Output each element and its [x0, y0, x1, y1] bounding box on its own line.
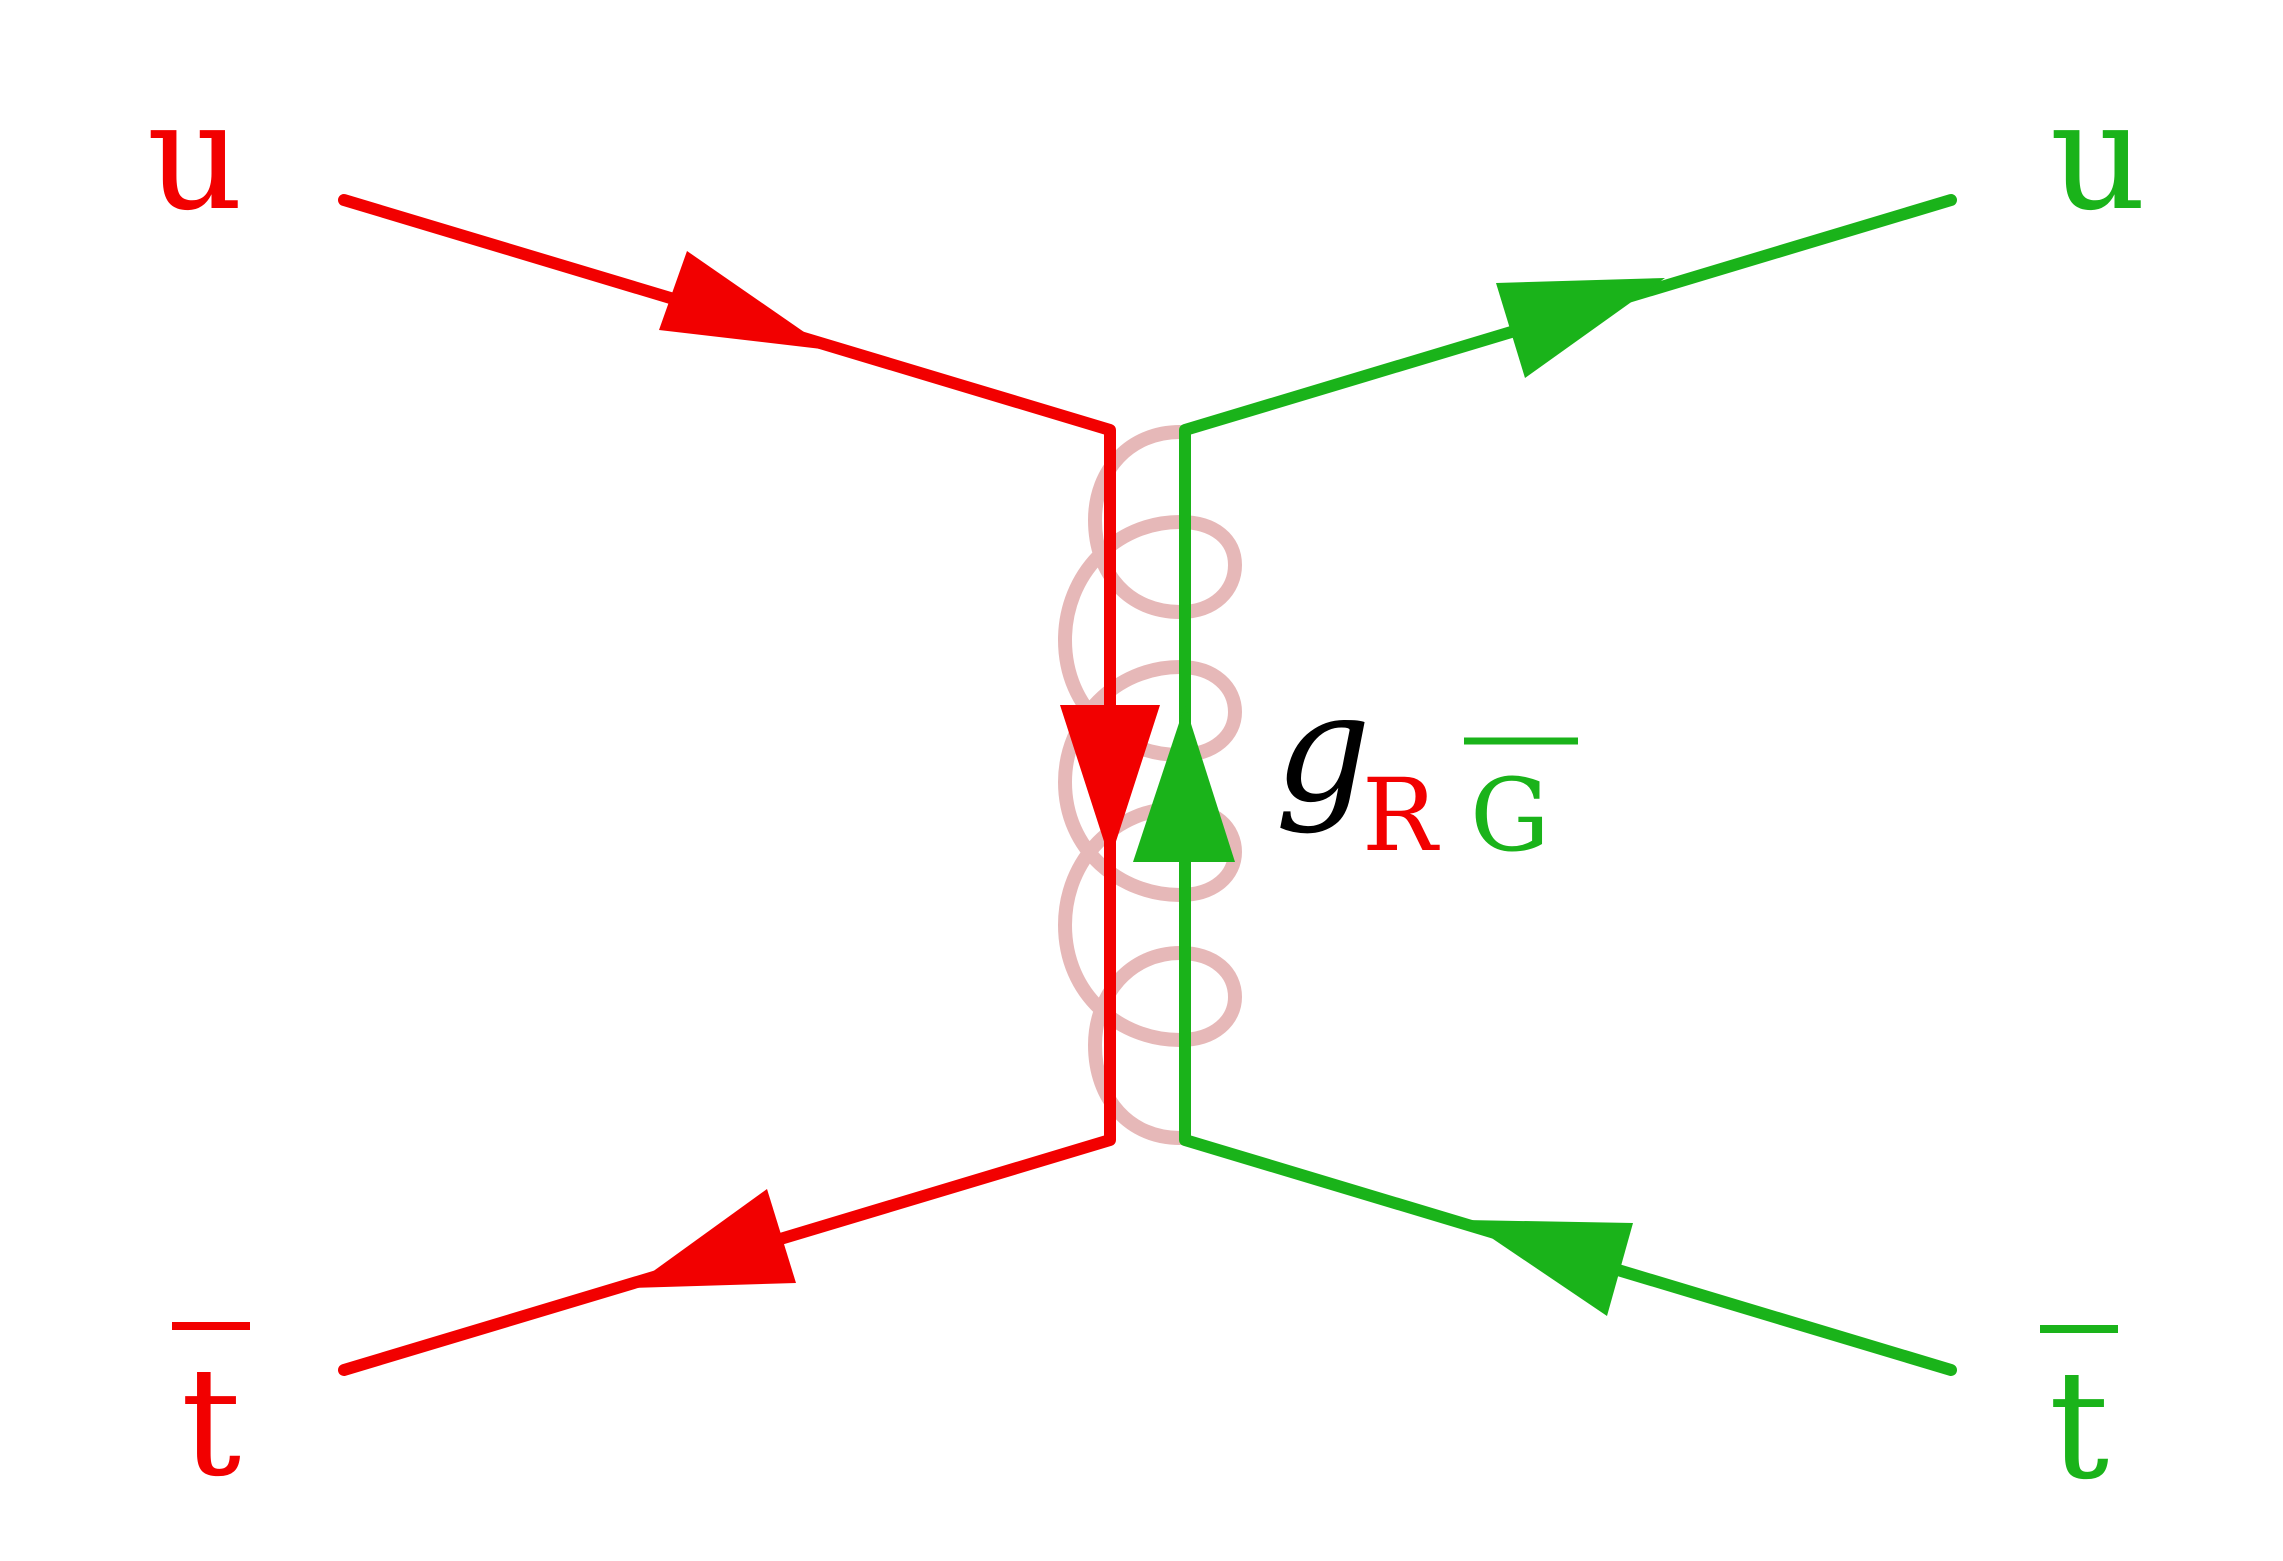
red-arrow-bottom [630, 1189, 796, 1288]
label-tbar-incoming: t [181, 1336, 241, 1510]
label-tbar-incoming-group: t [172, 1322, 250, 1510]
label-tbar-outgoing: t [2049, 1339, 2109, 1513]
red-arrow-top [659, 251, 830, 350]
gluon-label: g R G [1275, 662, 1578, 874]
green-arrow-bottom [1465, 1220, 1633, 1316]
label-u-outgoing: u [2050, 70, 2147, 244]
red-color-line [338, 194, 1160, 1376]
label-tbar-outgoing-group: t [2040, 1325, 2118, 1513]
green-arrow-middle [1133, 705, 1235, 862]
label-u-incoming: u [147, 70, 244, 244]
gluon-symbol: g [1275, 662, 1371, 836]
gluon-coil [1057, 425, 1243, 1145]
red-arrow-middle [1060, 705, 1160, 860]
green-arrow-top [1496, 278, 1665, 378]
gluon-subscript-red: R [1362, 757, 1440, 874]
gluon-subscript-green: G [1470, 757, 1550, 874]
green-color-line [1133, 194, 1957, 1376]
red-quark-line [338, 194, 1116, 1376]
gluon-propagator [1057, 425, 1243, 1145]
